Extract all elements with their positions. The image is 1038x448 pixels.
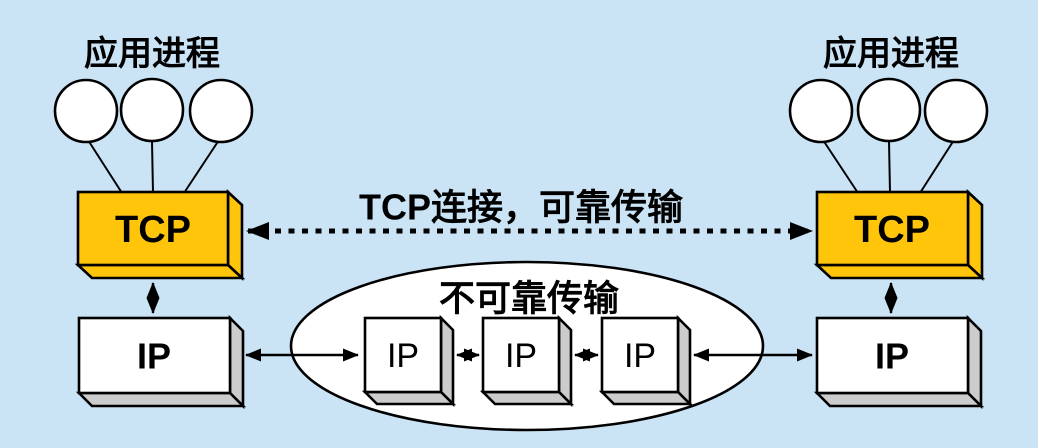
right-host: 应用进程 TCP IP: [788, 35, 989, 410]
router-ip-label: IP: [624, 337, 656, 375]
process-circle: [53, 78, 119, 144]
process-connector: [919, 139, 955, 194]
process-connector: [822, 139, 859, 194]
ip-box-left: IP: [75, 314, 247, 410]
box-side: [226, 189, 244, 281]
box-bottom: [75, 391, 247, 408]
process-circle: [856, 77, 922, 143]
box-face: [815, 190, 970, 267]
tcp-connection-label: TCP连接，可靠传输: [359, 187, 684, 228]
app-process-label: 应用进程: [84, 35, 220, 73]
process-circle: [188, 78, 254, 144]
box-side: [966, 314, 983, 410]
box-face: [76, 190, 230, 267]
tcp-box-right: TCP: [813, 189, 986, 281]
process-connector: [151, 140, 154, 194]
process-circle: [923, 78, 989, 144]
router-ip-box-3: IP: [598, 314, 694, 408]
box-bottom: [361, 390, 457, 406]
process-connector: [87, 139, 123, 194]
box-bottom: [74, 263, 246, 280]
unreliable-label: 不可靠传输: [439, 278, 620, 319]
app-process-label: 应用进程: [823, 35, 959, 73]
box-face: [481, 316, 561, 394]
tcp-label: TCP: [115, 209, 191, 251]
tcp-label: TCP: [854, 209, 930, 251]
box-bottom: [479, 390, 575, 406]
process-circle: [119, 77, 185, 143]
ip-label: IP: [137, 336, 171, 377]
box-face: [77, 316, 232, 395]
left-host: 应用进程 TCP IP: [53, 35, 254, 410]
router-ip-box-1: IP: [361, 314, 457, 408]
box-bottom: [813, 391, 985, 408]
router-ip-label: IP: [505, 337, 537, 375]
box-face: [600, 316, 680, 394]
ip-label: IP: [875, 336, 909, 377]
box-side: [228, 314, 245, 410]
box-bottom: [598, 390, 694, 406]
ip-box-right: IP: [813, 314, 985, 410]
box-face: [363, 316, 443, 394]
box-side: [557, 314, 573, 408]
tcp-box-left: TCP: [74, 189, 246, 281]
router-ip-box-2: IP: [479, 314, 575, 408]
process-connector: [888, 140, 891, 194]
process-connector: [183, 139, 220, 194]
router-ip-label: IP: [387, 337, 419, 375]
box-side: [966, 189, 984, 281]
box-side: [439, 314, 455, 408]
process-circle: [788, 78, 854, 144]
tcp-connection: TCP连接，可靠传输: [246, 187, 813, 240]
box-side: [676, 314, 692, 408]
box-face: [815, 316, 970, 395]
box-bottom: [813, 263, 986, 280]
